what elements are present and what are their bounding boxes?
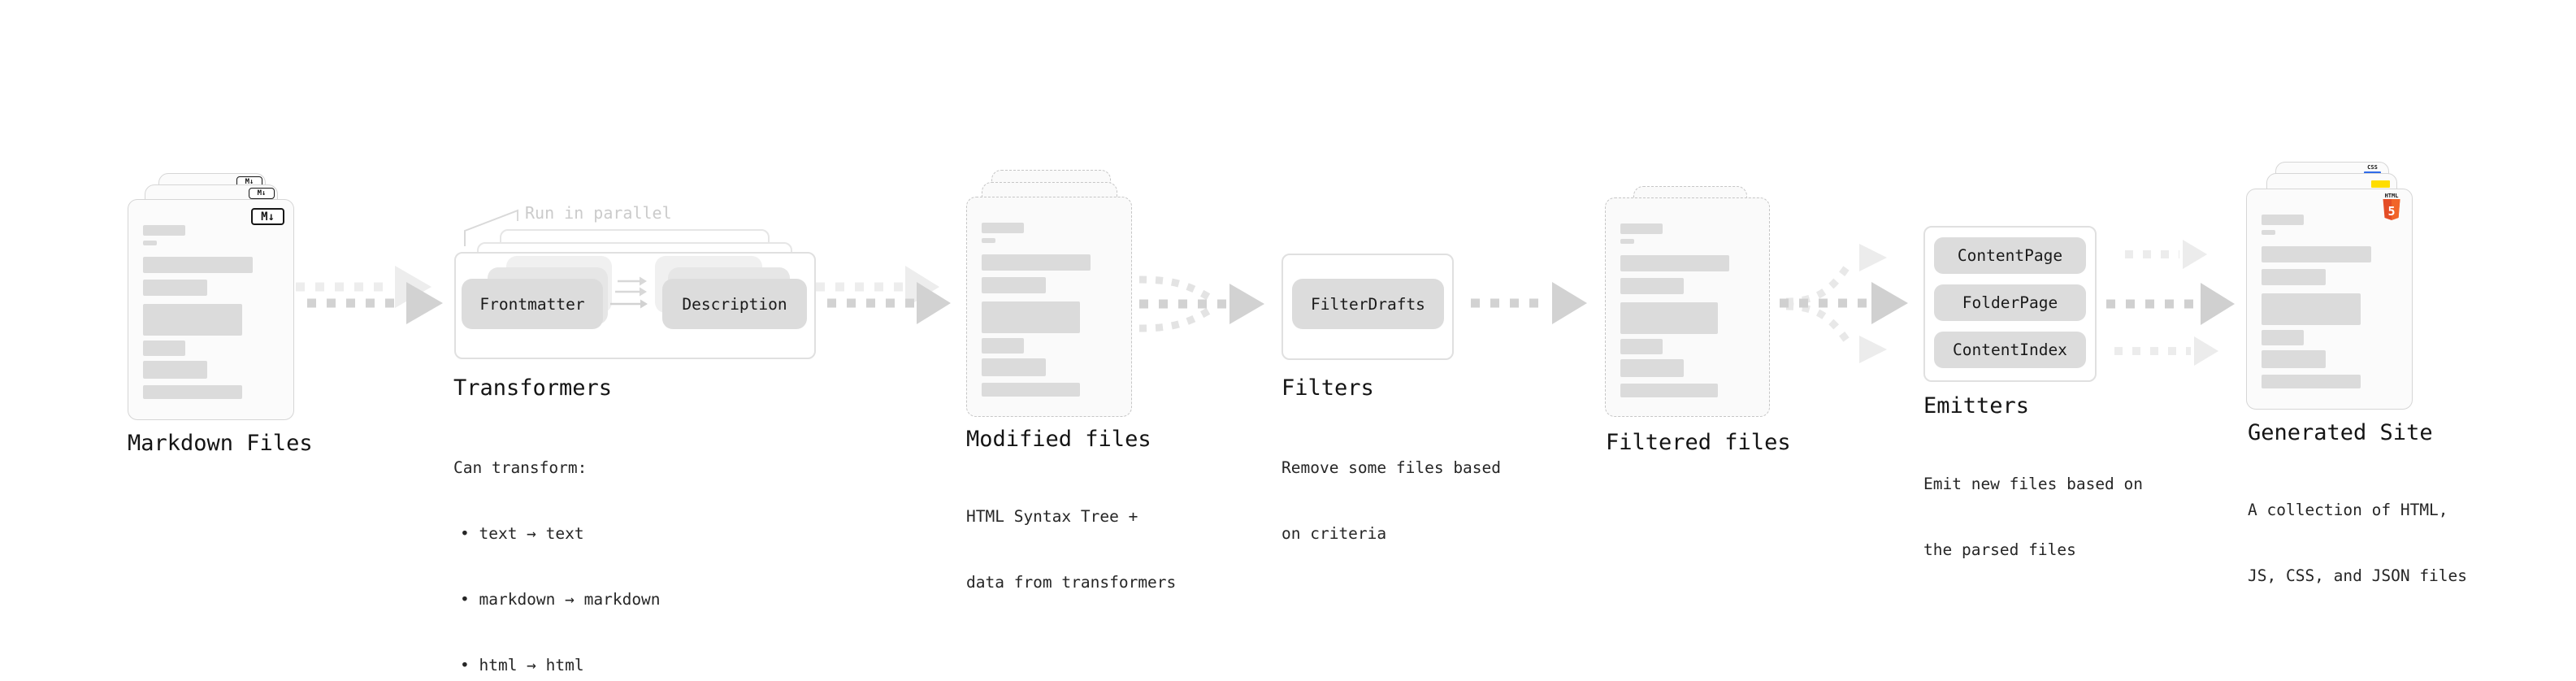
- arrow-filters-to-filtered: [1471, 282, 1587, 324]
- generated-site-description: A collection of HTML, JS, CSS, and JSON …: [2248, 455, 2467, 631]
- frontmatter-node: Frontmatter: [462, 279, 603, 329]
- transformers-description: Can transform: • text → text • markdown …: [453, 413, 661, 681]
- bullet-line: • html → html: [460, 656, 584, 674]
- doc-skeleton-bar: [1620, 384, 1719, 397]
- description-line: Can transform:: [453, 458, 588, 477]
- doc-skeleton-bar: [2262, 230, 2275, 235]
- doc-skeleton-bar: [1620, 239, 1634, 244]
- doc-skeleton-bar: [982, 277, 1046, 293]
- doc-skeleton-bar: [143, 280, 208, 296]
- stage-title-filters: Filters: [1281, 375, 1374, 401]
- arrow-modified-to-filters: [1138, 275, 1264, 332]
- doc-skeleton-bar: [143, 257, 254, 273]
- description-line: data from transformers: [966, 573, 1177, 592]
- contentindex-node: ContentIndex: [1934, 332, 2086, 368]
- stage-title-modified-files: Modified files: [966, 427, 1151, 452]
- doc-skeleton-bar: [143, 340, 186, 356]
- css-label: CSS: [2367, 164, 2378, 171]
- html5-shield: 5: [2383, 199, 2400, 220]
- doc-skeleton-bar: [143, 225, 186, 236]
- description-line: A collection of HTML,: [2248, 501, 2448, 519]
- bullet-line: • markdown → markdown: [460, 590, 661, 609]
- description-node: Description: [662, 279, 807, 329]
- description-line: HTML Syntax Tree +: [966, 507, 1138, 526]
- doc-skeleton-bar: [143, 385, 242, 399]
- stage-title-generated-site: Generated Site: [2248, 420, 2433, 445]
- doc-skeleton: [143, 200, 280, 399]
- modified-files-description: HTML Syntax Tree + data from transformer…: [966, 462, 1176, 637]
- doc-skeleton-bar: [982, 301, 1080, 333]
- doc-skeleton-bar: [1620, 339, 1663, 354]
- doc-skeleton: [982, 197, 1118, 397]
- doc-skeleton-bar: [2262, 375, 2361, 388]
- contentpage-node: ContentPage: [1934, 237, 2086, 274]
- html5-icon: HTML 5: [2381, 193, 2402, 223]
- doc-skeleton-bar: [1620, 302, 1719, 334]
- arrow-emitters-to-generated: [2106, 240, 2235, 366]
- doc-skeleton: [2262, 189, 2399, 388]
- doc-skeleton-bar: [143, 304, 242, 336]
- markdown-icon: M↓: [249, 188, 275, 199]
- description-line: the parsed files: [1923, 540, 2076, 559]
- run-in-parallel-note: Run in parallel: [525, 203, 672, 223]
- html5-wordmark: HTML: [2384, 193, 2399, 199]
- emitters-description: Emit new files based on the parsed files: [1923, 429, 2143, 605]
- description-line: Remove some files based: [1281, 458, 1502, 477]
- doc-skeleton-bar: [1620, 255, 1729, 271]
- doc-skeleton-bar: [143, 241, 157, 245]
- doc-skeleton-bar: [2262, 330, 2305, 345]
- markdown-file-card-front: M↓: [128, 199, 294, 420]
- filters-description: Remove some files based on criteria: [1281, 413, 1501, 588]
- description-line: on criteria: [1281, 524, 1387, 543]
- description-line: JS, CSS, and JSON files: [2248, 566, 2468, 585]
- doc-skeleton-bar: [982, 383, 1080, 397]
- svg-text:5: 5: [2387, 204, 2395, 219]
- folderpage-node: FolderPage: [1934, 284, 2086, 321]
- doc-skeleton-bar: [1620, 278, 1685, 294]
- filterdrafts-node: FilterDrafts: [1292, 279, 1444, 329]
- doc-skeleton-bar: [2262, 269, 2327, 285]
- doc-skeleton-bar: [2262, 246, 2372, 262]
- filtered-file-card-front: [1605, 197, 1770, 417]
- doc-skeleton-bar: [982, 338, 1025, 354]
- markdown-icon: M↓: [251, 208, 284, 225]
- arrow-markdown-to-transformers: [296, 266, 443, 324]
- doc-skeleton-bar: [982, 254, 1091, 271]
- doc-skeleton-bar: [982, 358, 1046, 376]
- stage-title-markdown-files: Markdown Files: [128, 431, 313, 456]
- js-file-badge: [2371, 180, 2390, 188]
- doc-skeleton-bar: [143, 361, 208, 379]
- description-line: Emit new files based on: [1923, 475, 2144, 493]
- doc-skeleton-bar: [982, 238, 995, 243]
- generated-file-card-front: HTML 5: [2246, 189, 2413, 410]
- stage-title-filtered-files: Filtered files: [1606, 430, 1791, 455]
- bullet-line: • text → text: [460, 524, 584, 543]
- doc-skeleton-bar: [982, 223, 1025, 233]
- doc-skeleton: [1620, 198, 1756, 397]
- doc-skeleton-bar: [2262, 215, 2305, 225]
- doc-skeleton-bar: [1620, 223, 1663, 234]
- doc-skeleton-bar: [2262, 293, 2361, 325]
- stage-title-transformers: Transformers: [453, 375, 613, 401]
- doc-skeleton-bar: [1620, 359, 1685, 377]
- stage-title-emitters: Emitters: [1923, 393, 2030, 419]
- arrow-filtered-to-emitters: [1780, 244, 1908, 363]
- arrow-transformers-to-modified: [816, 266, 951, 324]
- modified-file-card-front: [966, 197, 1132, 417]
- doc-skeleton-bar: [2262, 350, 2327, 368]
